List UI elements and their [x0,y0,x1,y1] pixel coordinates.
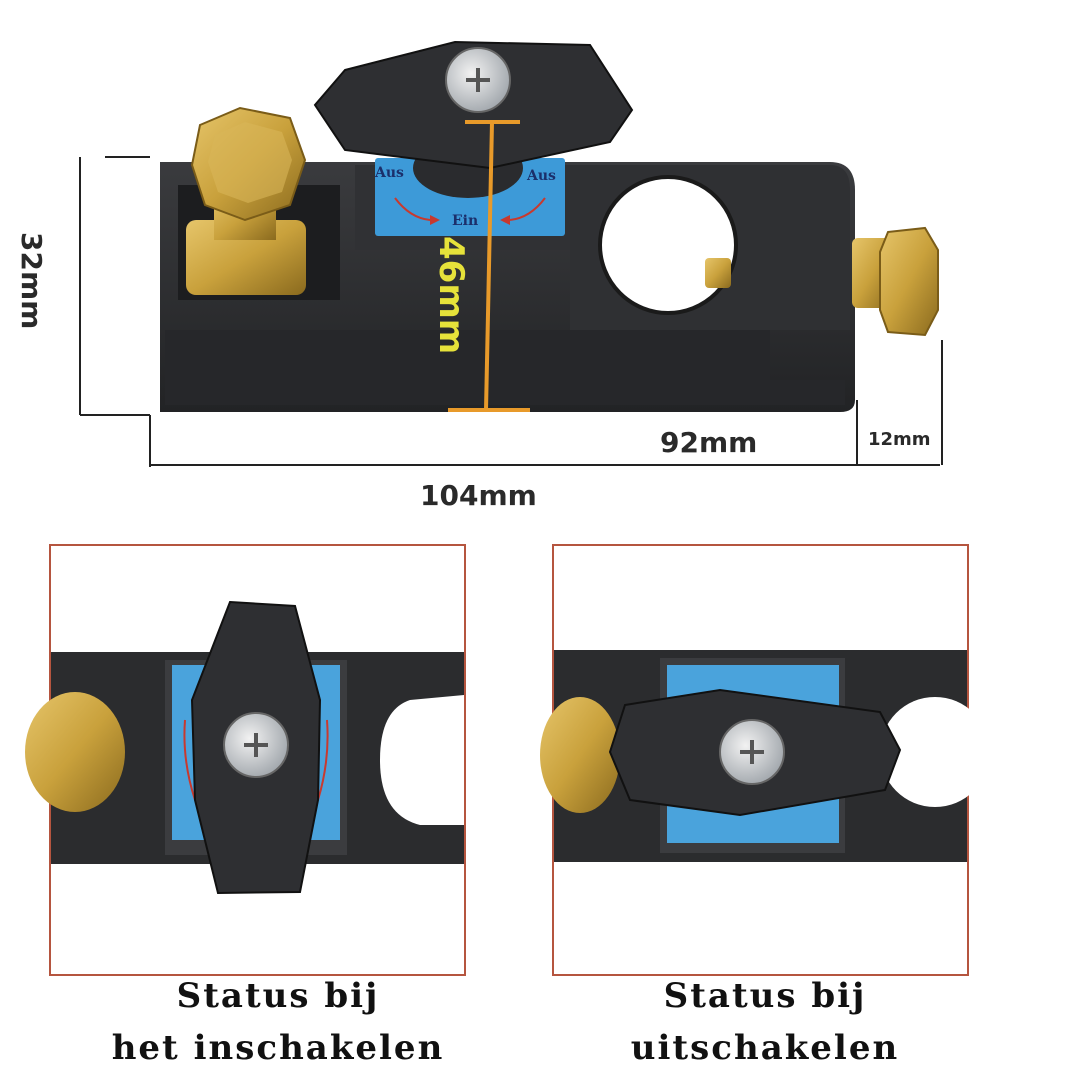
caption-on-line1: Status bij [176,976,380,1016]
dial-label-off-left: Aus [374,165,404,181]
caption-on-status: Status bij het inschakelen [68,970,488,1074]
dimension-width-body: 92mm [660,426,757,459]
dimension-width-bolt: 12mm [868,429,931,450]
status-off-panel [540,544,990,976]
caption-off-status: Status bij uitschakelen [555,970,975,1074]
dimension-lines [79,156,943,467]
caption-off-line1: Status bij [663,976,867,1016]
dial-label-on: Ein [452,213,478,229]
dimension-width-total: 104mm [420,479,537,512]
caption-off-line2: uitschakelen [630,1028,900,1068]
dimension-height-knob: 46mm [431,236,471,354]
battery-switch-main [160,40,939,412]
knob-height-marker [448,120,530,412]
mounting-hole [600,177,736,313]
dimension-height-left: 32mm [15,232,48,329]
dial-label-off-right: Aus [526,168,556,184]
terminal-off [540,697,620,813]
caption-on-line2: het inschakelen [111,1028,445,1068]
hex-nut [879,226,939,337]
terminal-on [25,692,125,812]
status-on-panel [25,544,466,976]
